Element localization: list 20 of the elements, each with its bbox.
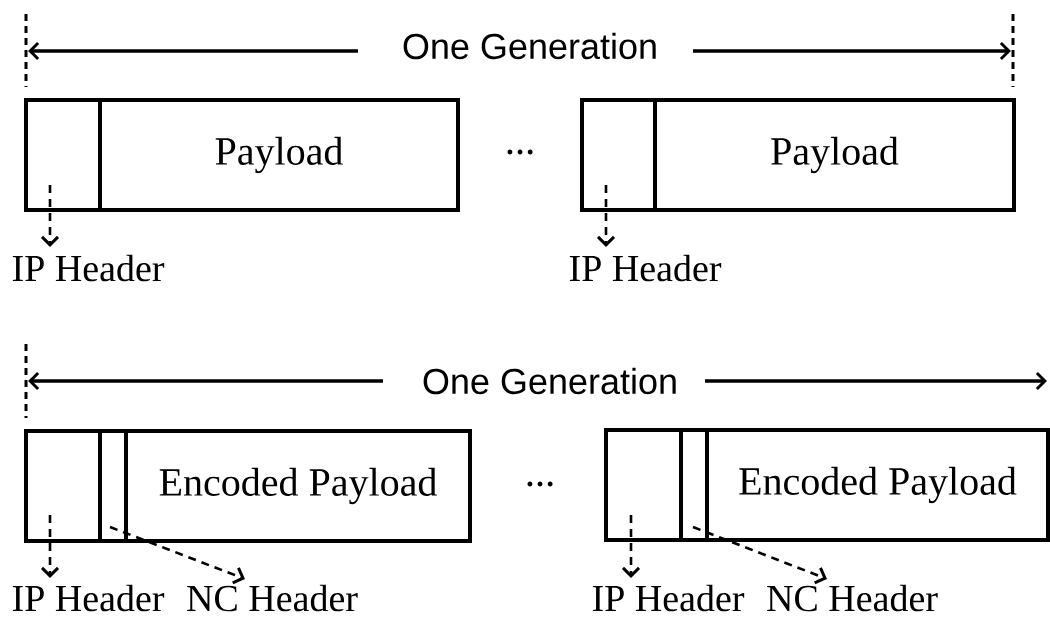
header-label: NC Header — [187, 584, 358, 612]
dimension-label: One Generation — [399, 30, 661, 62]
ellipsis: … — [507, 149, 533, 155]
dimension-label: One Generation — [419, 365, 681, 397]
ellipsis: … — [527, 481, 553, 487]
leader-line — [40, 185, 60, 247]
header-label: NC Header — [767, 584, 938, 612]
payload-cell: Encoded Payload — [124, 429, 472, 543]
leader-line — [109, 525, 245, 585]
header-label: IP Header — [569, 254, 722, 282]
payload-cell: Payload — [98, 98, 460, 212]
leader-line — [596, 185, 616, 247]
payload-cell: Payload — [653, 98, 1016, 212]
leader-line — [692, 525, 827, 585]
header-label: IP Header — [592, 584, 745, 612]
leader-line — [40, 515, 60, 578]
leader-line — [621, 515, 641, 578]
header-label: IP Header — [12, 254, 165, 282]
header-label: IP Header — [12, 584, 165, 612]
payload-cell: Encoded Payload — [705, 428, 1050, 542]
